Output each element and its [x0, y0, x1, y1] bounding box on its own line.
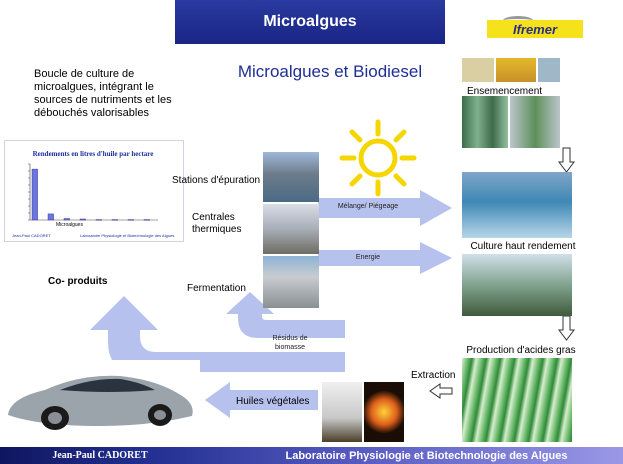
down-arrow-2 — [558, 315, 575, 341]
chart-bar — [79, 218, 86, 221]
chart-footer-left: Jean-Paul CADORET — [12, 233, 51, 238]
culture-label: Culture haut rendement — [470, 241, 576, 252]
stations-label: Stations d'épuration — [172, 175, 261, 186]
intro-text: Boucle de culture de microalgues, intégr… — [34, 68, 172, 119]
fermentation-label: Fermentation — [187, 283, 246, 294]
production-label: Production d'acides gras — [466, 345, 576, 356]
culture-photo — [462, 172, 572, 238]
fermentation-arrow — [226, 292, 345, 338]
microalgae-photo-1 — [462, 58, 494, 82]
centrales-label: Centrales thermiques — [192, 212, 242, 235]
logo-swoosh — [503, 16, 533, 25]
centrale-photo — [263, 204, 319, 254]
ensemencement-label: Ensemencement — [467, 86, 543, 97]
energie-arrow — [318, 242, 452, 274]
station-photo — [263, 152, 319, 202]
huiles-arrow — [205, 382, 318, 418]
chart-bar — [63, 218, 70, 221]
down-arrow-1 — [558, 147, 575, 173]
chart-bar — [95, 219, 102, 221]
energie-label: Energie — [355, 254, 381, 261]
chart-bar — [31, 168, 38, 221]
microalgae-photo-2 — [496, 58, 536, 82]
chart-footer-right: Laboratoire Physiologie et Biotechnologi… — [80, 233, 174, 238]
chart-svg: Microalgues Jean-Paul CADORET Laboratoir… — [12, 163, 174, 238]
melange-label: Mélange/ Piégeage — [337, 203, 399, 210]
main-title: Microalgues et Biodiesel — [237, 62, 423, 81]
ensemencement-photo-2 — [510, 96, 560, 148]
extraction-label: Extraction — [411, 370, 456, 381]
ensemencement-photo-1 — [462, 96, 508, 148]
header-title: Microalgues — [175, 0, 445, 44]
chart-bar — [127, 219, 134, 221]
chart-bar — [47, 213, 54, 221]
chart-bar — [111, 219, 118, 221]
chart-bar — [143, 219, 150, 221]
oil-photo-1 — [322, 382, 362, 442]
coproduits-arrow — [90, 296, 345, 372]
microalgae-photo-3 — [538, 58, 560, 82]
coproduits-label: Co- produits — [48, 276, 108, 287]
chart-xlabel: Microalgues — [56, 222, 83, 228]
sun-icon — [339, 119, 417, 197]
footer-bar — [0, 447, 623, 464]
left-arrow-extraction — [429, 383, 453, 399]
ifremer-logo: Ifremer — [487, 20, 583, 38]
footer-author: Jean-Paul CADORET — [52, 450, 148, 461]
chart-title: Rendements en litres d'huile par hectare — [32, 150, 154, 158]
residus-label: Résidus de biomasse — [272, 335, 308, 351]
fermentation-photo — [263, 256, 319, 308]
car-image — [0, 360, 200, 445]
melange-arrow — [318, 190, 452, 226]
huiles-label: Huiles végétales — [236, 396, 310, 407]
oil-photo-2 — [364, 382, 404, 442]
tubes-photo — [462, 358, 572, 442]
footer-lab: Laboratoire Physiologie et Biotechnologi… — [285, 449, 568, 462]
greenhouse-photo — [462, 254, 572, 316]
